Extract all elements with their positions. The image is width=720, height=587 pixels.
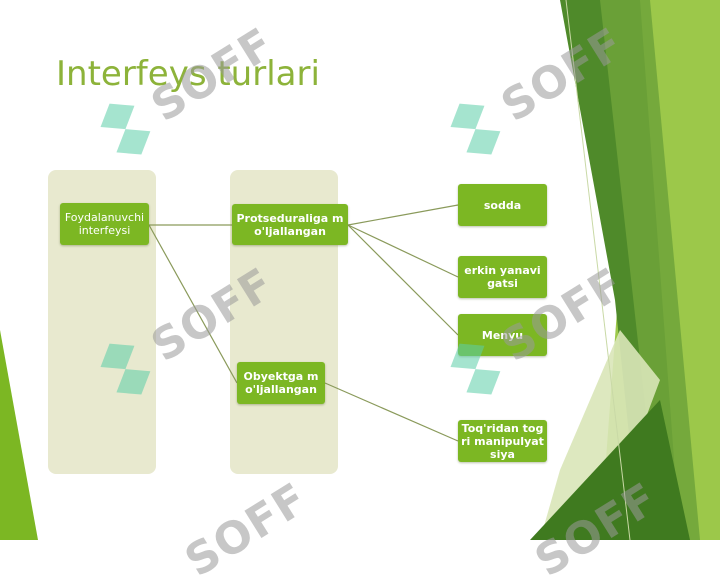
deco-pale-wedge [540, 330, 660, 540]
deco-bottom-right-dark [530, 400, 690, 540]
connector-procedural-menu [347, 224, 459, 336]
node-procedural: Protseduraliga mo'ljallangan [232, 204, 348, 245]
deco-right-mid-panel [600, 0, 700, 540]
decorative-background [0, 0, 720, 540]
node-object-oriented: Obyektga mo'ljallangan [237, 362, 325, 404]
connector-object-direct [324, 382, 459, 442]
diagram-connectors [148, 204, 459, 442]
deco-thin-line [565, 0, 631, 540]
connector-procedural-simple [347, 204, 459, 226]
node-free-navigation: erkin yanavigatsi [458, 256, 547, 298]
connector-root-object [148, 224, 238, 384]
node-user-interface: Foydalanuvchi interfeysi [60, 203, 149, 245]
deco-left-corner [0, 330, 38, 540]
node-simple: sodda [458, 184, 547, 226]
node-menu: Menyu [458, 314, 547, 356]
slide-title: Interfeys turlari [56, 54, 320, 94]
connector-procedural-freenav [347, 224, 459, 278]
node-direct-manipulation: Toq'ridan togri manipulyatsiya [458, 420, 547, 462]
